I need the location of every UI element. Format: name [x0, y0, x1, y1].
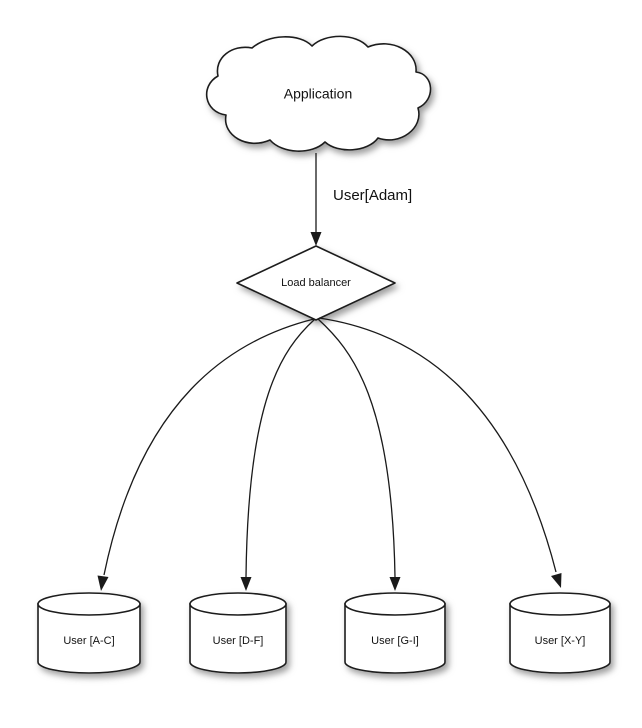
edge-app-to-balancer-label: User[Adam] [333, 187, 412, 204]
edge-balancer-to-db-1-arrowhead [97, 575, 109, 591]
node-database-user-d-f[interactable]: User [D-F] [189, 592, 287, 674]
edge-app-to-balancer-arrowhead [310, 232, 322, 246]
edge-balancer-to-db-3 [317, 318, 401, 591]
cloud-label: Application [284, 86, 353, 102]
edge-balancer-to-db-4-curve [318, 317, 557, 573]
cylinder-2-shape [189, 592, 287, 674]
edge-app-to-balancer: User[Adam] [310, 153, 412, 246]
node-application-cloud[interactable]: Application [205, 35, 432, 152]
cylinder-4-shape [509, 592, 611, 674]
cylinder-3-label: User [G-I] [371, 635, 419, 647]
node-database-user-x-y[interactable]: User [X-Y] [509, 592, 611, 674]
edge-balancer-to-db-1 [97, 318, 315, 591]
node-load-balancer[interactable]: Load balancer [236, 245, 396, 321]
cylinder-2-label: User [D-F] [213, 635, 264, 647]
edge-balancer-to-db-1-curve [103, 318, 315, 576]
cylinder-1-label: User [A-C] [63, 635, 114, 647]
load-balancer-label: Load balancer [281, 277, 351, 289]
cylinder-1-shape [37, 592, 141, 674]
edge-balancer-to-db-2-arrowhead [240, 577, 252, 591]
edge-balancer-to-db-2 [240, 318, 316, 591]
cylinder-4-label: User [X-Y] [535, 635, 586, 647]
edge-balancer-to-db-4 [318, 317, 562, 588]
node-database-user-g-i[interactable]: User [G-I] [344, 592, 446, 674]
node-database-user-a-c[interactable]: User [A-C] [37, 592, 141, 674]
edge-balancer-to-db-3-arrowhead [389, 577, 401, 591]
diamond-shape [236, 245, 396, 321]
edge-balancer-to-db-2-curve [245, 318, 316, 578]
cloud-shape [205, 35, 432, 152]
cylinder-3-shape [344, 592, 446, 674]
edge-balancer-to-db-4-arrowhead [551, 573, 562, 588]
edge-balancer-to-db-3-curve [317, 318, 396, 578]
